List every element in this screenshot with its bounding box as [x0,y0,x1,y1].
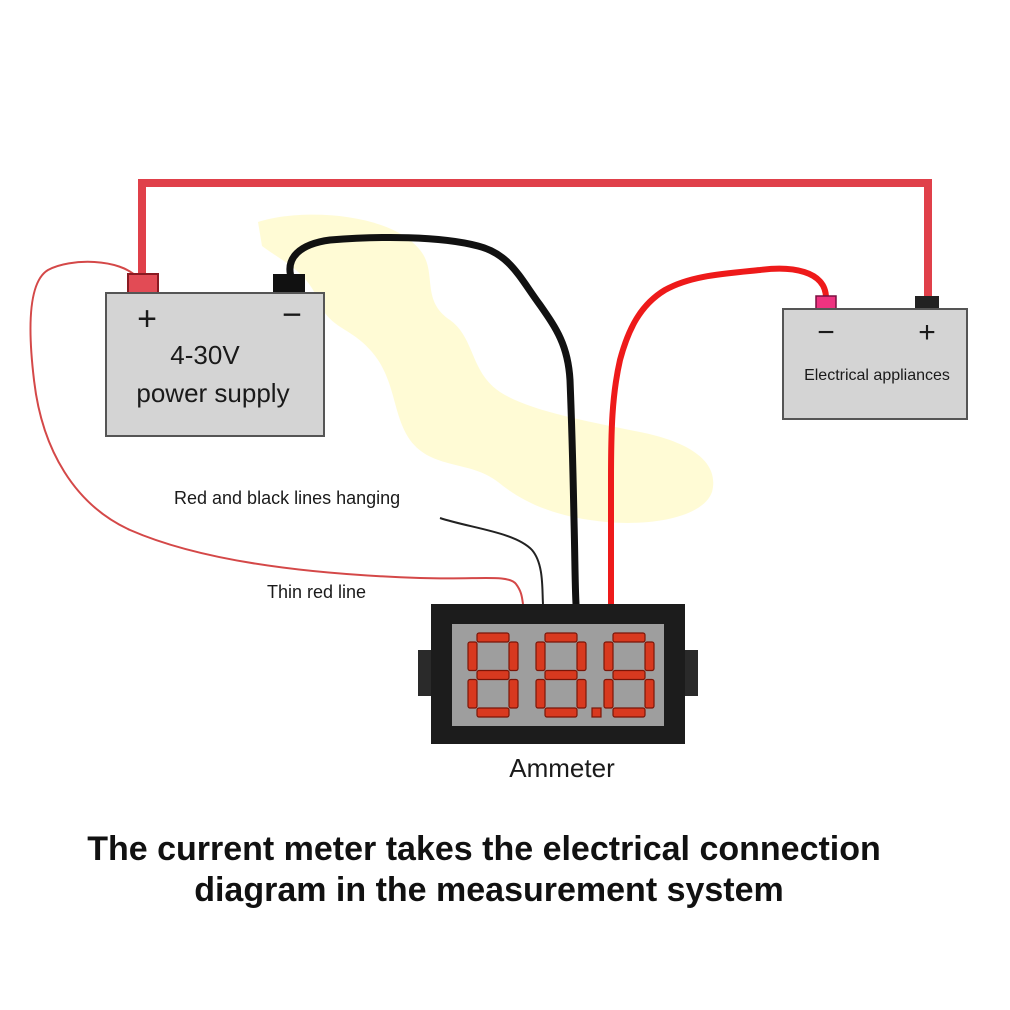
display-digit-0-segment-g [476,669,510,681]
yellow-highlight [258,214,714,523]
ammeter-label: Ammeter [509,753,615,783]
power-supply: + − 4-30V power supply [105,273,325,437]
display-digit-1-segment-b [576,641,587,672]
display-digit-1-segment-a [544,632,578,643]
display-digit-2-segment-a [612,632,646,643]
display-digit-0-segment-c [508,678,519,709]
display-decimal-point [591,707,602,718]
display-digit-2-segment-g [612,669,646,681]
bright-red-wire [607,265,829,607]
thick-black-wire [286,234,580,608]
electrical-appliance: − + Electrical appliances [782,295,968,420]
power-supply-label: power supply [136,378,289,408]
power-supply-voltage: 4-30V [170,340,240,370]
power-supply-body [105,292,325,437]
display-digit-0-segment-b [508,641,519,672]
appliance-minus-symbol: − [817,316,835,349]
display-digit-0-segment-e [467,678,478,709]
power-supply-plus-symbol: + [137,300,157,338]
display-digit-2-segment-e [603,678,614,709]
display-digit-2-segment-c [644,678,655,709]
appliance-plus-terminal [915,296,939,310]
hanging-lines-label: Red and black lines hanging [174,488,400,508]
display-digit-2-segment-b [644,641,655,672]
caption-line-2: diagram in the measurement system [194,871,784,909]
display-digit-1-segment-c [576,678,587,709]
thick-red-wire [138,179,932,296]
display-digit-1-segment-e [535,678,546,709]
power-supply-minus-symbol: − [282,296,302,334]
display-digit-0-segment-f [467,641,478,672]
display-digit-0-segment-d [476,707,510,718]
ammeter-right-clip [682,650,698,696]
display-digit-1-segment-g [544,669,578,681]
appliance-body [782,308,968,420]
caption-line-1: The current meter takes the electrical c… [87,830,881,868]
thin-black-wire [439,517,544,605]
display-digit-0-segment-a [476,632,510,643]
display-digit-2-segment-f [603,641,614,672]
power-supply-minus-terminal [273,274,305,294]
appliance-minus-terminal [815,295,837,311]
display-digit-1-segment-d [544,707,578,718]
appliance-label: Electrical appliances [804,367,950,384]
thin-red-wire [29,260,524,605]
ammeter: Ammeter [418,604,698,783]
ammeter-display [467,632,655,718]
appliance-plus-symbol: + [918,316,936,349]
display-digit-1-segment-f [535,641,546,672]
display-digit-2-segment-d [612,707,646,718]
thin-red-line-label: Thin red line [267,582,366,602]
power-supply-plus-terminal [127,273,159,295]
